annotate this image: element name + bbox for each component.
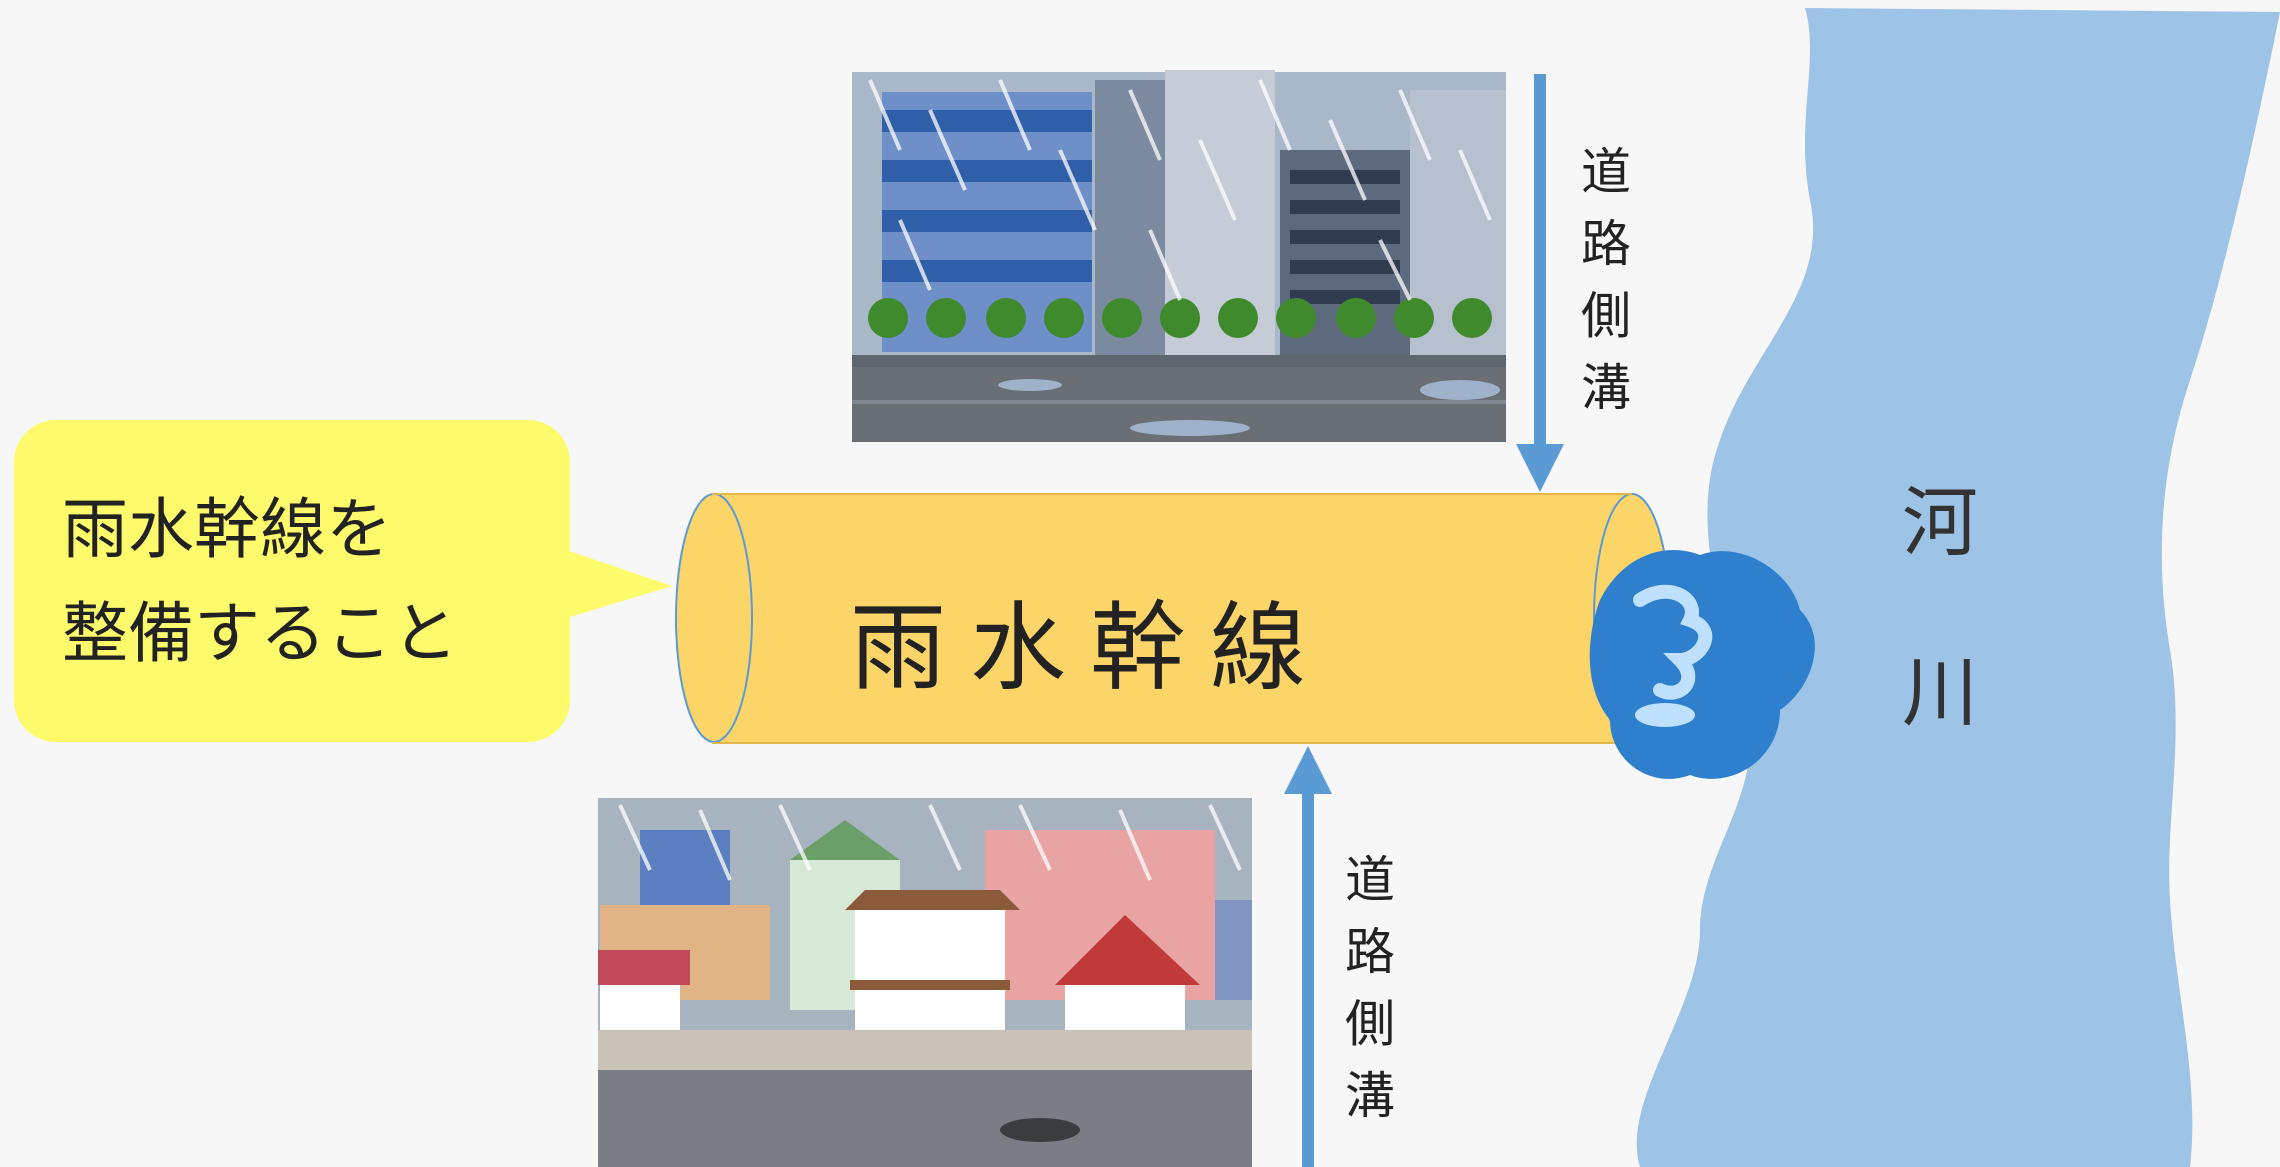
callout-line-2: 整備すること <box>62 595 458 672</box>
river-right-bank <box>2161 12 2280 1167</box>
ditch-top-char-3: 側 <box>1581 287 1631 345</box>
ditch-bottom-char-4: 溝 <box>1345 1067 1395 1125</box>
river-char-2: 川 <box>1902 648 1978 737</box>
arrow-up-bottom-ditch <box>1284 746 1332 1167</box>
river-label: 河 川 <box>1895 438 1985 778</box>
callout-text: 雨水幹線を 整備すること <box>62 478 582 686</box>
city-rain-illustration <box>852 70 1506 442</box>
river-char-1: 河 <box>1902 478 1978 567</box>
ditch-top-char-1: 道 <box>1581 143 1631 201</box>
river-shape <box>1636 8 2280 1167</box>
ditch-label-top: 道 路 側 溝 <box>1576 136 1636 424</box>
residential-rain-illustration <box>598 798 1252 1167</box>
ditch-bottom-char-2: 路 <box>1345 923 1395 981</box>
pipe-label: 雨水幹線 <box>850 592 1330 704</box>
water-splash-icon <box>1589 550 1815 779</box>
ditch-top-char-4: 溝 <box>1581 359 1631 417</box>
ditch-top-char-2: 路 <box>1581 215 1631 273</box>
ditch-bottom-char-3: 側 <box>1345 995 1395 1053</box>
ditch-bottom-char-1: 道 <box>1345 851 1395 909</box>
ditch-label-bottom: 道 路 側 溝 <box>1340 844 1400 1132</box>
callout-line-1: 雨水幹線を <box>62 491 392 568</box>
arrow-down-top-ditch <box>1516 74 1564 492</box>
callout-bubble <box>14 420 672 742</box>
